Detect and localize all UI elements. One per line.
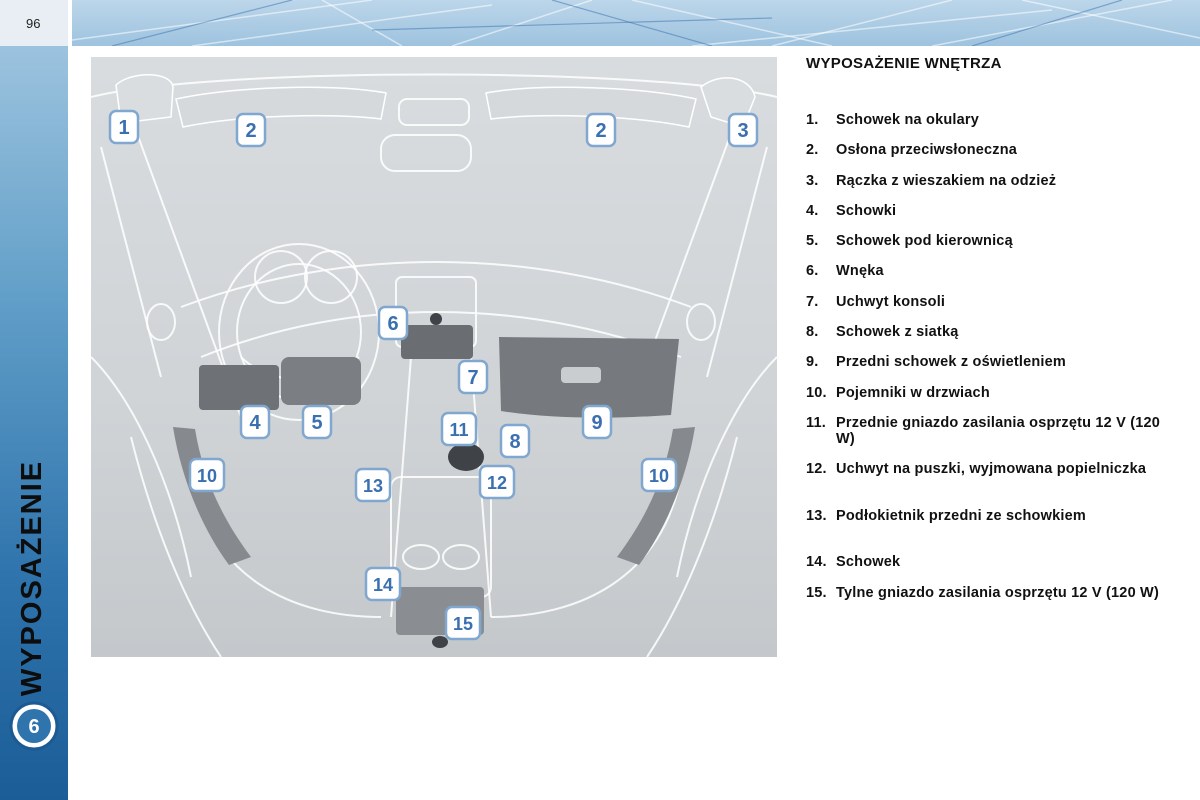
legend-item: 12.Uchwyt na puszki, wyjmowana popielnic… <box>806 461 1147 478</box>
callout-11: 11 <box>440 411 478 447</box>
callout-6: 6 <box>377 305 409 341</box>
callout-label: 7 <box>467 367 478 389</box>
callout-13: 13 <box>354 467 392 503</box>
callout-15: 15 <box>444 605 482 641</box>
legend-item: 5.Schowek pod kierownicą <box>806 233 1013 250</box>
legend-item: 7.Uchwyt konsoli <box>806 293 946 310</box>
chapter-number-badge: 6 <box>9 701 59 751</box>
section-title: WYPOSAŻENIE WNĘTRZA <box>806 55 1002 72</box>
legend-item: 11.Przednie gniazdo zasilania osprzętu 1… <box>806 414 1161 448</box>
callout-label: 14 <box>373 575 393 595</box>
callout-label: 12 <box>487 473 507 493</box>
callout-label: 3 <box>737 120 748 142</box>
chapter-number: 6 <box>28 716 39 738</box>
legend-item: 15.Tylne gniazdo zasilania osprzętu 12 V… <box>806 584 1159 601</box>
callout-9: 9 <box>581 404 613 440</box>
callout-12: 12 <box>478 464 516 500</box>
callout-3: 3 <box>727 112 759 148</box>
callout-label: 4 <box>249 412 261 434</box>
legend-item: 2.Osłona przeciwsłoneczna <box>806 142 1018 159</box>
callout-label: 6 <box>387 313 398 335</box>
callout-label: 2 <box>595 120 606 142</box>
legend-item: 10.Pojemniki w drzwiach <box>806 384 990 401</box>
callout-label: 10 <box>197 466 217 486</box>
legend-item: 13.Podłokietnik przedni ze schowkiem <box>806 507 1086 524</box>
callout-label: 13 <box>363 476 383 496</box>
legend-item: 3.Rączka z wieszakiem na odzież <box>806 172 1057 189</box>
legend-item: 14.Schowek <box>806 554 901 571</box>
legend-item: 9.Przedni schowek z oświetleniem <box>806 354 1067 371</box>
callout-label: 8 <box>509 431 520 453</box>
callout-label: 1 <box>118 117 129 139</box>
callout-4: 4 <box>239 404 271 440</box>
callout-7: 7 <box>457 359 489 395</box>
chapter-sidebar <box>0 46 68 800</box>
callout-2: 2 <box>235 112 267 148</box>
legend-item: 8.Schowek z siatką <box>806 324 959 341</box>
callout-10: 10 <box>640 457 678 493</box>
header-banner <box>72 0 1200 46</box>
legend-item: 4.Schowki <box>806 202 897 219</box>
header-pattern <box>72 0 1200 46</box>
callout-label: 9 <box>591 412 602 434</box>
callout-5: 5 <box>301 404 333 440</box>
callout-label: 10 <box>649 466 669 486</box>
legend-item: 6.Wnęka <box>806 263 884 280</box>
chapter-title: WYPOSAŻENIE <box>16 459 48 697</box>
callout-8: 8 <box>499 423 531 459</box>
page-number: 96 <box>0 0 68 46</box>
callout-14: 14 <box>364 566 402 602</box>
callout-10: 10 <box>188 457 226 493</box>
callout-1: 1 <box>108 109 140 145</box>
callout-label: 5 <box>311 412 322 434</box>
legend-item: 1.Schowek na okulary <box>806 112 980 128</box>
callout-label: 15 <box>453 614 473 634</box>
equipment-legend: 1.Schowek na okulary 2.Osłona przeciwsło… <box>806 112 1166 631</box>
callout-2: 2 <box>585 112 617 148</box>
callout-label: 11 <box>449 420 468 440</box>
callout-label: 2 <box>245 120 256 142</box>
